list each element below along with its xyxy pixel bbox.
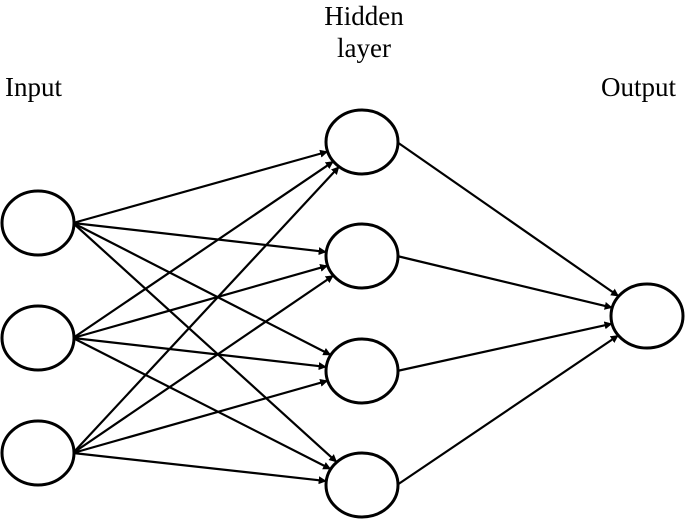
output-layer-label: Output [601, 72, 677, 102]
nodes-group [0, 108, 685, 519]
connection-arrow-input2-to-hidden1 [72, 160, 334, 339]
connection-arrow-input3-to-hidden3 [72, 378, 329, 455]
input-node-2 [0, 304, 76, 372]
connection-arrow-input3-to-hidden2 [72, 274, 335, 454]
connection-arrow-hidden3-to-output1 [396, 321, 613, 373]
hidden-node-3 [324, 337, 400, 405]
hidden-node-1 [324, 108, 400, 176]
hidden-node-2 [324, 222, 400, 290]
connection-arrow-input1-to-hidden4 [72, 222, 338, 463]
input-node-3 [0, 419, 76, 487]
connections-group [72, 141, 620, 486]
connection-arrow-hidden4-to-output1 [396, 334, 619, 486]
hidden-layer-label: Hidden layer [304, 0, 424, 64]
hidden-layer-label-line1: Hidden [324, 1, 404, 31]
output-node-1 [609, 282, 685, 350]
connection-arrow-input2-to-hidden4 [72, 337, 332, 471]
connection-arrow-input1-to-hidden2 [72, 221, 327, 256]
hidden-node-4 [324, 451, 400, 519]
connection-arrow-input3-to-hidden1 [72, 165, 340, 454]
connection-arrow-hidden1-to-output1 [396, 141, 620, 298]
connection-arrow-input2-to-hidden3 [72, 336, 327, 371]
input-layer-label: Input [5, 72, 62, 102]
connection-arrow-input1-to-hidden1 [72, 149, 329, 225]
connection-arrow-input1-to-hidden3 [72, 222, 332, 357]
hidden-layer-label-line2: layer [337, 33, 391, 63]
input-node-1 [0, 189, 76, 257]
connection-arrow-hidden2-to-output1 [396, 254, 613, 310]
connection-arrow-input2-to-hidden2 [72, 263, 329, 340]
connection-arrow-input3-to-hidden4 [72, 451, 327, 485]
